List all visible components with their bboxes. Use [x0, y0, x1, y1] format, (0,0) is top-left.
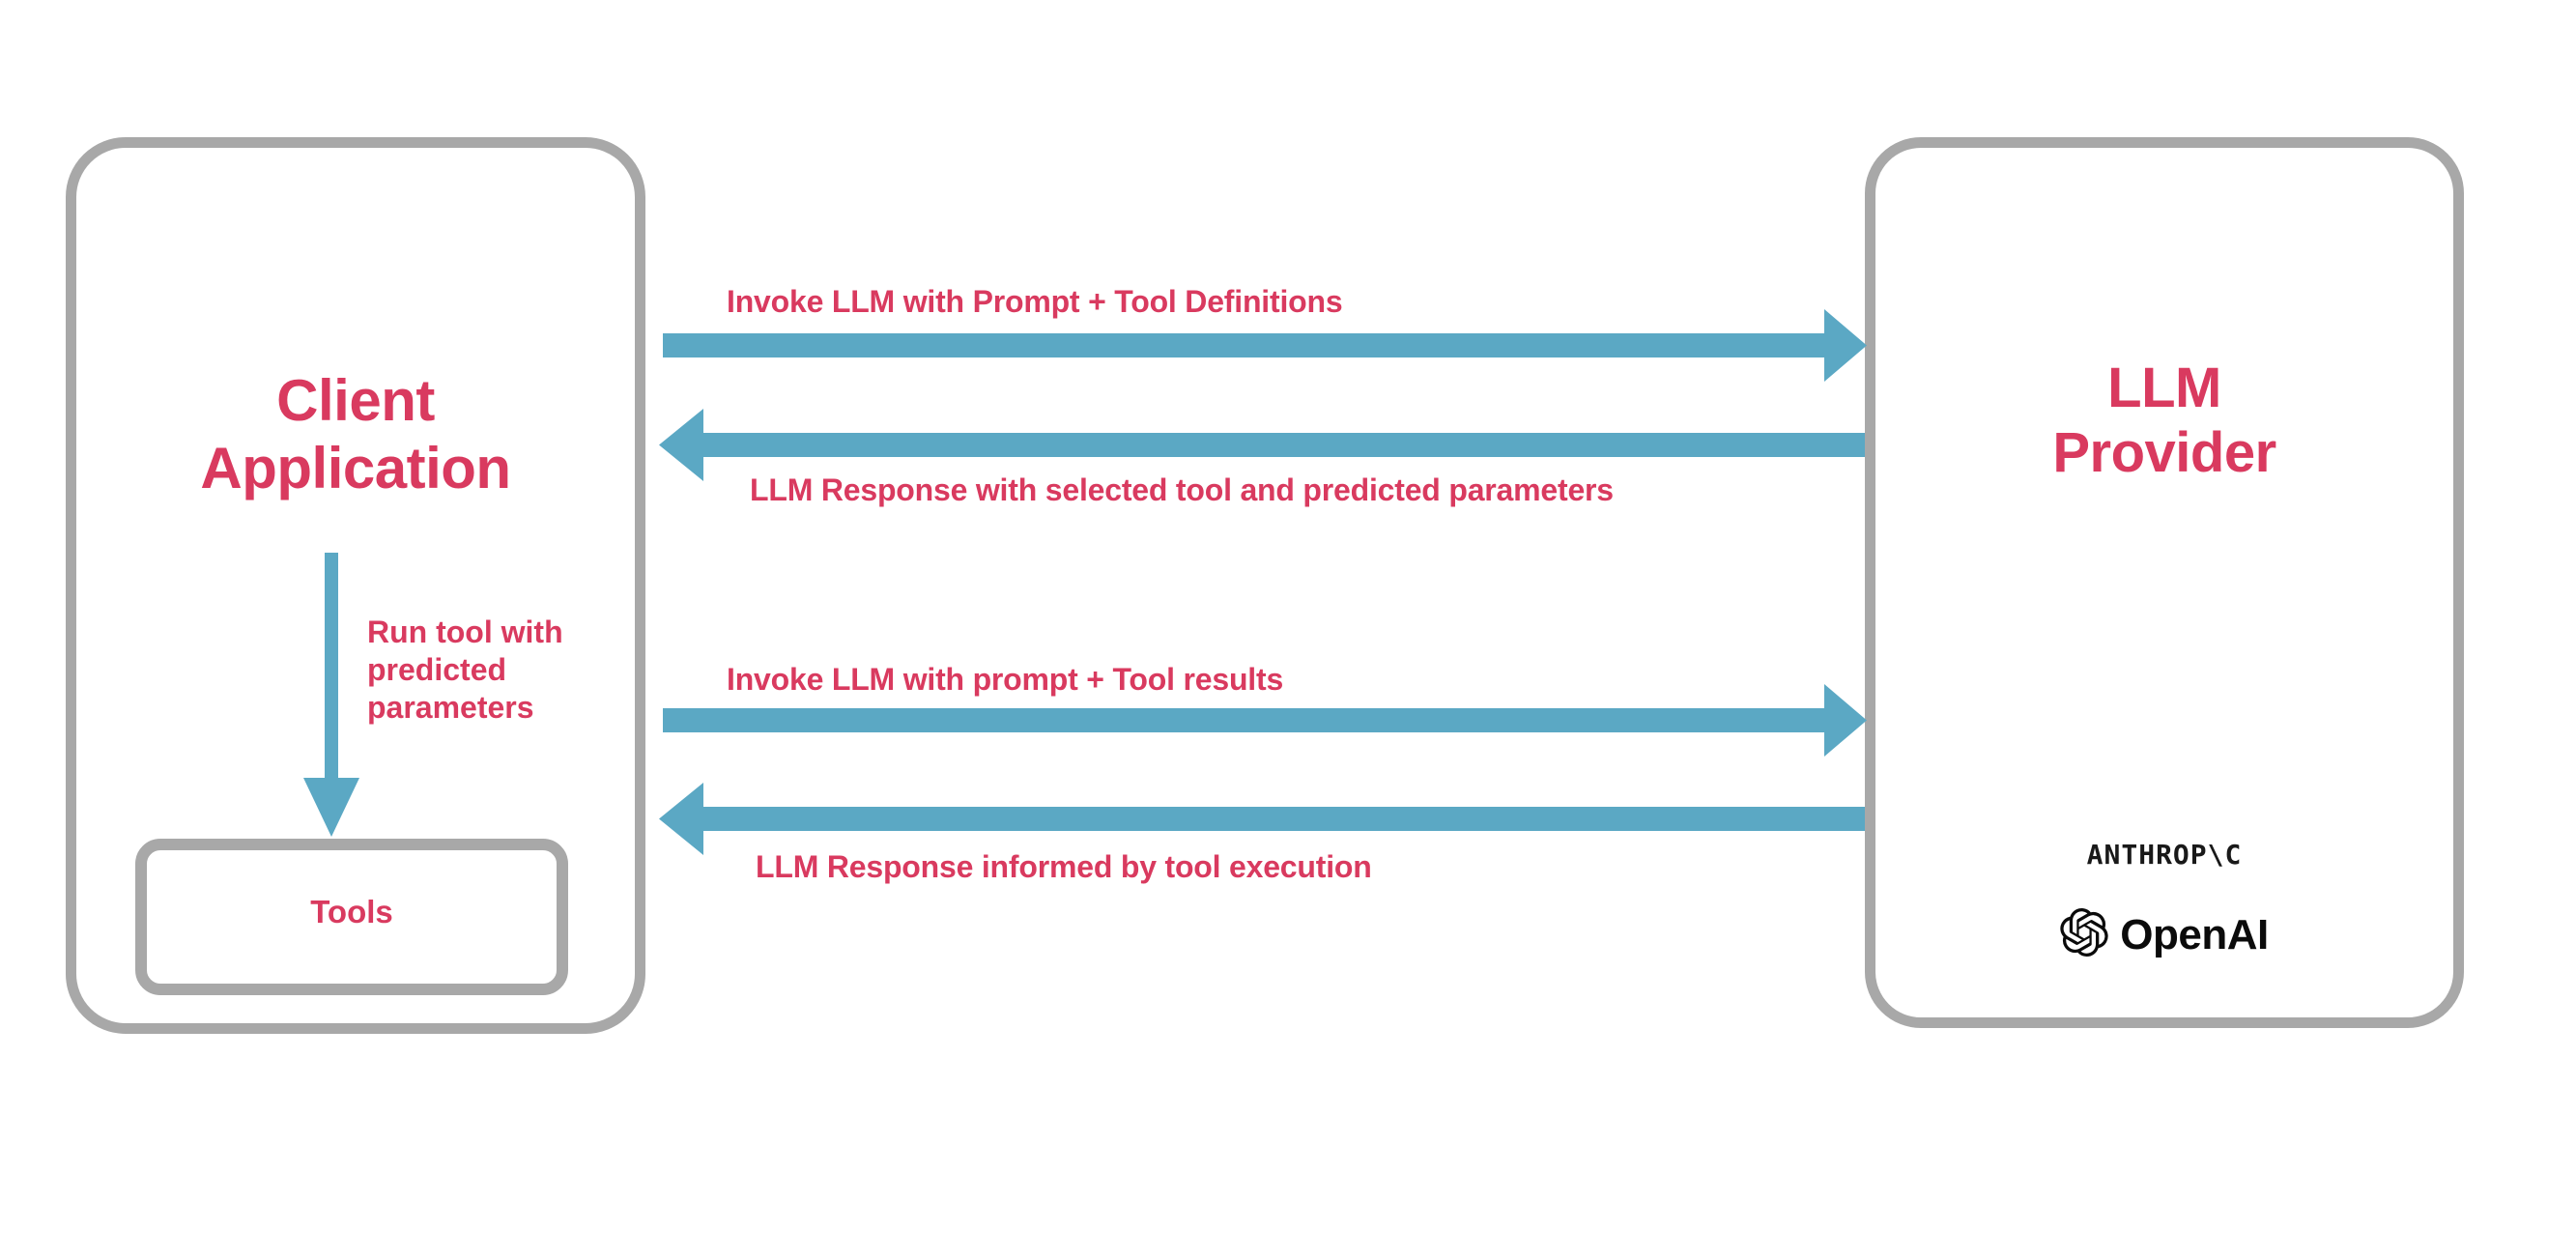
- flow-label-invoke-llm-with-prompt-and-tool-definitions: Invoke LLM with Prompt + Tool Definition…: [727, 284, 1343, 319]
- flow-label-invoke-llm-with-prompt-and-tool-results: Invoke LLM with prompt + Tool results: [727, 662, 1284, 697]
- tools-label: Tools: [310, 894, 393, 929]
- flow-arrow-1: [663, 309, 1867, 382]
- openai-logo: OpenAI: [1865, 908, 2464, 961]
- llm-provider-node: [1865, 137, 2464, 1028]
- flow-arrow-2: [659, 409, 1865, 481]
- client-application-title: Client Application: [200, 368, 511, 500]
- flow-label-llm-response-with-selected-tool: LLM Response with selected tool and pred…: [750, 472, 1614, 507]
- tools-node[interactable]: [135, 839, 568, 995]
- flow-label-llm-response-informed-by-tool-execution: LLM Response informed by tool execution: [756, 849, 1372, 884]
- flow-arrow-4: [659, 783, 1865, 855]
- openai-wordmark: OpenAI: [2120, 910, 2269, 958]
- anthropic-logo: ANTHROP\C: [2086, 839, 2243, 871]
- llm-provider-title: LLM Provider: [2052, 357, 2276, 485]
- openai-knot-icon: [2060, 908, 2108, 961]
- run-tool-label: Run tool with predicted parameters: [367, 615, 563, 726]
